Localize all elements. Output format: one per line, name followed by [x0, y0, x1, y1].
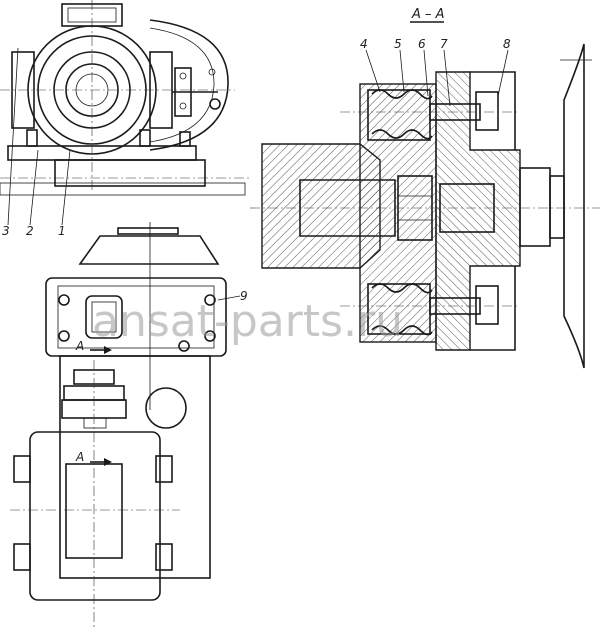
section-view: [250, 43, 600, 369]
callout-2: 2: [26, 224, 34, 238]
plan-view: [10, 222, 241, 630]
section-marker-top: А: [75, 339, 84, 353]
callout-5: 5: [394, 37, 402, 51]
callout-7: 7: [440, 37, 448, 51]
callout-1: 1: [58, 224, 66, 238]
callout-6: 6: [418, 37, 426, 51]
section-marker-bottom: А: [75, 450, 84, 464]
callout-9: 9: [240, 289, 248, 303]
callout-4: 4: [360, 37, 368, 51]
section-title: А – А: [411, 7, 445, 22]
callout-3: 3: [2, 224, 10, 238]
front-view: [0, 0, 250, 226]
callout-8: 8: [503, 37, 511, 51]
watermark: ansat-parts.ru: [92, 296, 403, 347]
